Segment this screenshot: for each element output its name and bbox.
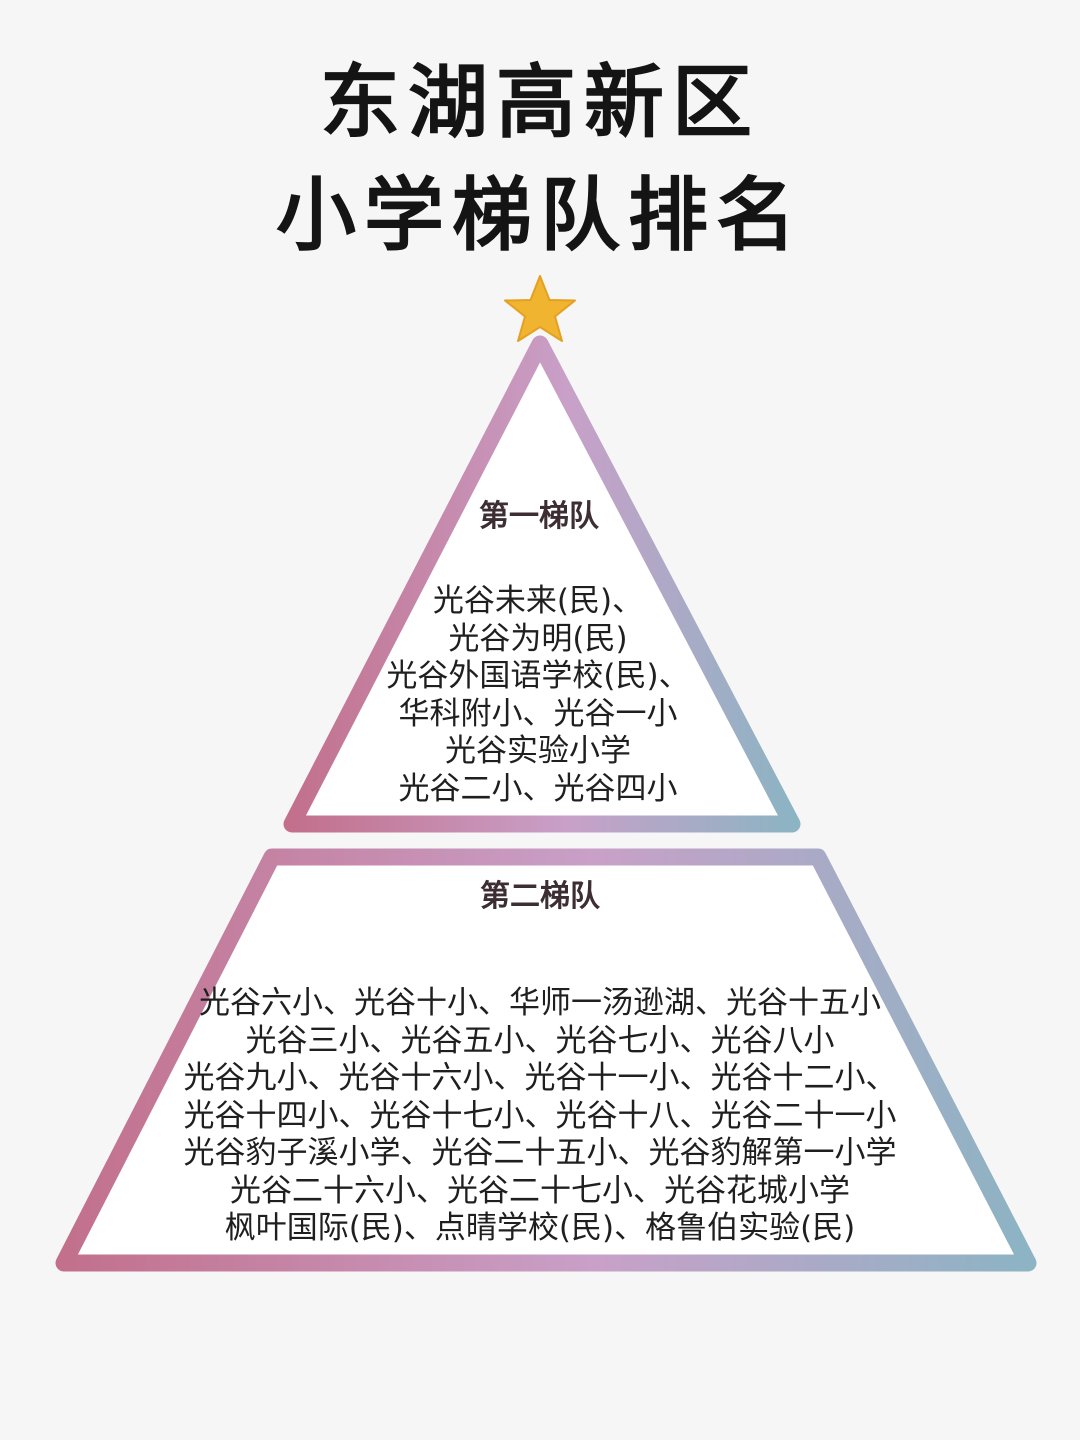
- list-item: 华科附小、光谷一小: [398, 695, 678, 732]
- list-item: 光谷二小、光谷四小: [398, 770, 678, 807]
- list-item: 光谷外国语学校(民)、: [386, 658, 690, 694]
- star-icon: [504, 275, 576, 342]
- tier1-shape: [283, 335, 801, 833]
- tier2-title: 第二梯队: [480, 879, 600, 914]
- list-item: 光谷二十六小、光谷二十七小、光谷花城小学: [230, 1172, 850, 1209]
- list-item: 光谷为明(民): [448, 620, 628, 657]
- list-item: 光谷十四小、光谷十七小、光谷十八、光谷二十一小: [183, 1097, 897, 1134]
- list-item: 光谷九小、光谷十六小、光谷十一小、光谷十二小、: [183, 1060, 897, 1096]
- tier2-school-list: 光谷六小、光谷十小、华师一汤逊湖、光谷十五小 光谷三小、光谷五小、光谷七小、光谷…: [0, 985, 1080, 1248]
- list-item: 枫叶国际(民)、点晴学校(民)、格鲁伯实验(民): [224, 1210, 856, 1246]
- list-item: 光谷实验小学: [445, 733, 631, 769]
- tier1-title: 第一梯队: [479, 499, 599, 534]
- list-item: 光谷三小、光谷五小、光谷七小、光谷八小: [245, 1022, 835, 1059]
- tier1-school-list: 光谷未来(民)、 光谷为明(民) 光谷外国语学校(民)、 华科附小、光谷一小 光…: [0, 583, 1078, 808]
- list-item: 光谷未来(民)、: [432, 583, 644, 619]
- page-title-line1: 东湖高新区: [320, 55, 760, 149]
- list-item: 光谷豹子溪小学、光谷二十五小、光谷豹解第一小学: [183, 1135, 897, 1171]
- list-item: 光谷六小、光谷十小、华师一汤逊湖、光谷十五小: [199, 985, 881, 1021]
- page-title-line2: 小学梯队排名: [276, 168, 804, 262]
- tier2-shape: [55, 848, 1037, 1272]
